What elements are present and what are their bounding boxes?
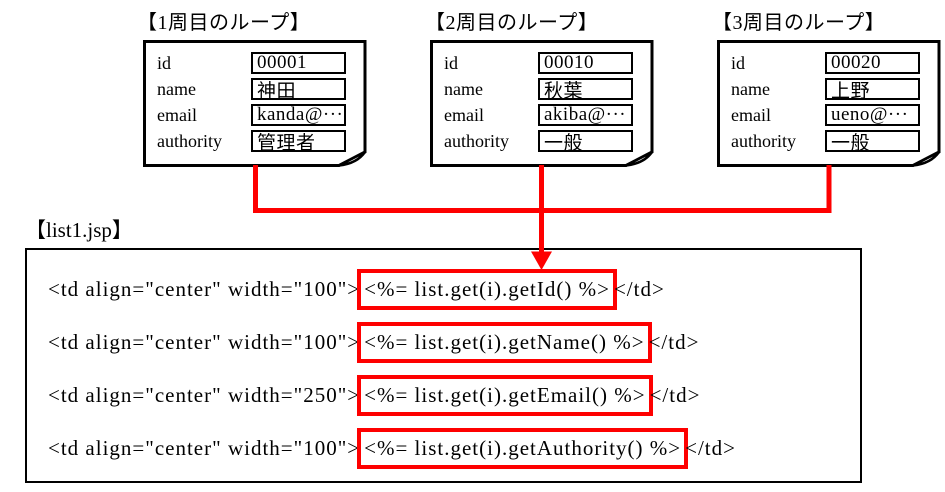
field-value-box: akiba@···: [538, 104, 633, 126]
field-value-box: 秋葉: [538, 78, 633, 100]
jsp-code-box: <td align="center" width="100"><%= list.…: [25, 248, 862, 483]
field-label: authority: [157, 130, 222, 151]
record-field-row: email kanda@···: [157, 104, 357, 126]
field-value-box: ueno@···: [825, 104, 920, 126]
code-prefix: <td align="center" width="100">: [48, 329, 361, 354]
record-field-row: name 上野: [731, 78, 931, 100]
field-value-box: kanda@···: [251, 104, 346, 126]
code-suffix: </td>: [649, 382, 701, 407]
loop-record-card-1: id 00001 name 神田 email kanda@··· authori…: [143, 40, 367, 167]
field-value-box: 神田: [251, 78, 346, 100]
loop-title-1: 【1周目のループ】: [137, 12, 311, 34]
code-line: <td align="center" width="100"><%= list.…: [48, 426, 736, 470]
field-label: authority: [444, 130, 509, 151]
field-value-box: 00010: [538, 52, 633, 74]
loop-title-2: 【2周目のループ】: [425, 12, 599, 34]
field-label: name: [157, 78, 196, 99]
record-field-row: id 00001: [157, 52, 357, 74]
field-value-box: 一般: [538, 130, 633, 152]
jsp-expression-highlight: <%= list.get(i).getName() %>: [357, 321, 652, 363]
record-field-row: name 神田: [157, 78, 357, 100]
code-prefix: <td align="center" width="100">: [48, 435, 361, 460]
field-label: email: [731, 104, 771, 125]
record-field-row: email ueno@···: [731, 104, 931, 126]
field-value-box: 上野: [825, 78, 920, 100]
record-field-row: id 00020: [731, 52, 931, 74]
code-suffix: </td>: [648, 329, 700, 354]
record-field-row: authority 一般: [731, 130, 931, 152]
code-line: <td align="center" width="100"><%= list.…: [48, 267, 665, 311]
field-label: id: [157, 52, 172, 73]
field-label: email: [157, 104, 197, 125]
code-prefix: <td align="center" width="100">: [48, 276, 361, 301]
field-label: authority: [731, 130, 796, 151]
record-field-row: id 00010: [444, 52, 644, 74]
code-suffix: </td>: [685, 435, 736, 460]
record-field-row: name 秋葉: [444, 78, 644, 100]
code-line: <td align="center" width="250"><%= list.…: [48, 373, 700, 417]
field-label: id: [444, 52, 459, 73]
code-line: <td align="center" width="100"><%= list.…: [48, 320, 699, 364]
field-label: email: [444, 104, 484, 125]
code-prefix: <td align="center" width="250">: [48, 382, 361, 407]
record-field-row: authority 管理者: [157, 130, 357, 152]
jsp-file-label: 【list1.jsp】: [25, 218, 133, 242]
jsp-expression-highlight: <%= list.get(i).getAuthority() %>: [357, 427, 689, 469]
code-suffix: </td>: [613, 276, 665, 301]
loop-record-card-3: id 00020 name 上野 email ueno@··· authorit…: [717, 40, 941, 167]
loop-record-card-2: id 00010 name 秋葉 email akiba@··· authori…: [430, 40, 654, 167]
record-field-row: authority 一般: [444, 130, 644, 152]
field-label: name: [444, 78, 483, 99]
field-value-box: 管理者: [251, 130, 346, 152]
field-value-box: 00020: [825, 52, 920, 74]
field-label: name: [731, 78, 770, 99]
jsp-expression-highlight: <%= list.get(i).getId() %>: [357, 268, 617, 310]
record-field-row: email akiba@···: [444, 104, 644, 126]
field-value-box: 00001: [251, 52, 346, 74]
field-label: id: [731, 52, 746, 73]
field-value-box: 一般: [825, 130, 920, 152]
loop-title-3: 【3周目のループ】: [712, 12, 886, 34]
jsp-expression-highlight: <%= list.get(i).getEmail() %>: [357, 374, 653, 416]
